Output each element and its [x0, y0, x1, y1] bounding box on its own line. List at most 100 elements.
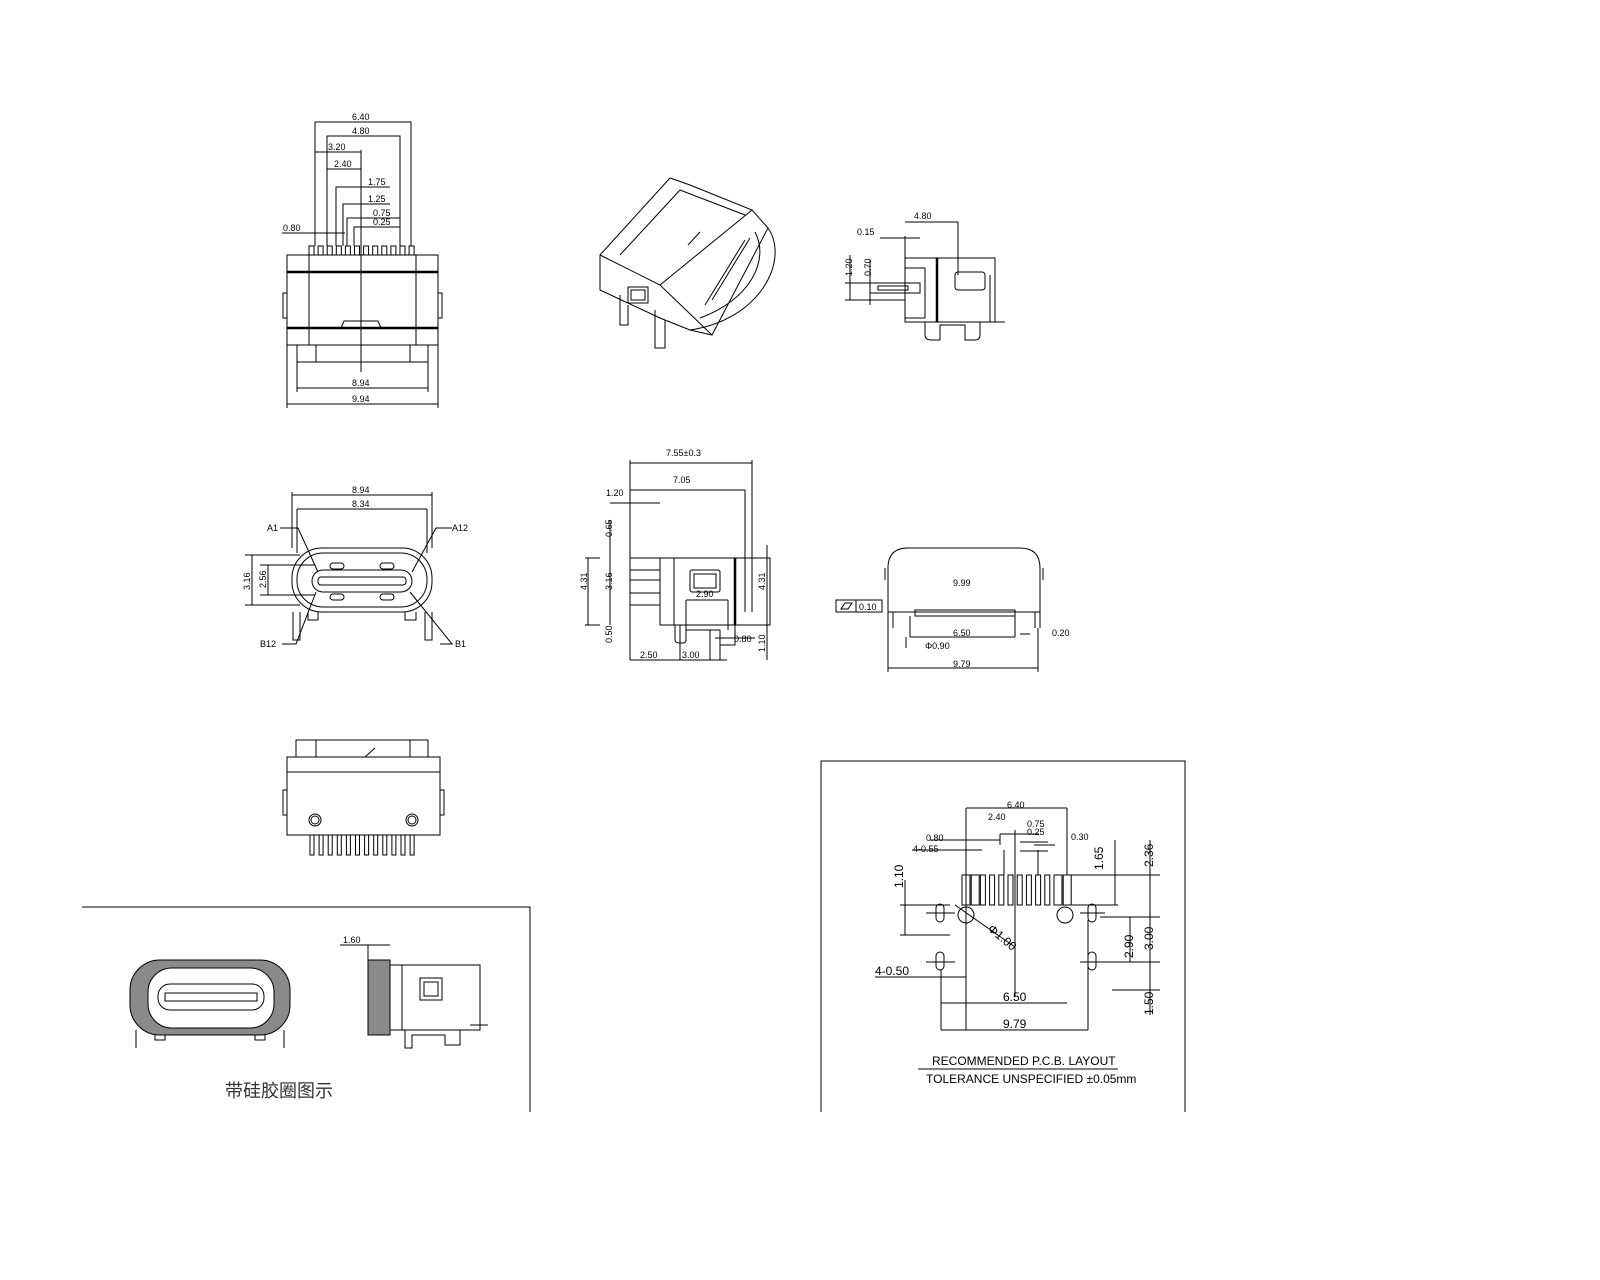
dim-label: 1.20 — [606, 488, 624, 498]
dim-label: 1.50 — [1142, 991, 1156, 1015]
pin — [327, 834, 333, 856]
dim-label: 0.75 — [1027, 819, 1045, 829]
pin — [335, 245, 342, 256]
pin — [381, 245, 388, 256]
dim-label: 0.25 — [373, 217, 391, 227]
dim-label: 1.10 — [757, 634, 767, 652]
seal-section: 1.60 带硅胶圈图示 — [82, 906, 531, 1112]
dim-label: 2.90 — [1122, 934, 1136, 958]
pin — [345, 834, 351, 856]
dim-label: 6.50 — [1003, 990, 1027, 1004]
dim-label: 2.36 — [1142, 843, 1156, 867]
bottom-view — [282, 739, 445, 856]
pin-label-b1: B1 — [455, 639, 466, 649]
side-top-view: 4.80 0.15 1.20 0.70 — [844, 211, 1005, 341]
pcb-pad — [1062, 874, 1072, 906]
dim-label: 6.40 — [1007, 800, 1025, 810]
pin — [336, 834, 342, 856]
pin — [309, 834, 315, 856]
dim-label: 0.75 — [373, 208, 391, 218]
dim-label: 1.25 — [368, 194, 386, 204]
pcb-pad — [979, 874, 986, 906]
pin — [372, 245, 379, 256]
end-view: 8.94 8.34 3.16 2.56 A1 A12 B12 B1 — [242, 485, 468, 649]
pcb-layout: 6.40 2.40 0.75 0.25 0.80 4-0.55 0.30 1.1… — [820, 760, 1186, 1112]
dim-label: 2.40 — [988, 812, 1006, 822]
pin — [308, 245, 315, 256]
pcb-pad — [1025, 874, 1032, 906]
dim-label: 8.94 — [352, 378, 370, 388]
dim-label: 8.34 — [352, 499, 370, 509]
dim-label: 6.40 — [352, 112, 370, 122]
pin — [373, 834, 379, 856]
dim-label: 7.55±0.3 — [666, 448, 701, 458]
side-view: 7.55±0.3 7.05 1.20 0.65 4.31 3.16 0.50 2… — [579, 448, 771, 661]
pin — [391, 834, 397, 856]
dim-label: 4-0.50 — [875, 964, 909, 978]
pin — [363, 245, 370, 256]
pin — [409, 834, 415, 856]
dim-label: 2.90 — [696, 589, 714, 599]
pcb-pad — [989, 874, 996, 906]
dim-label: 0.20 — [1052, 628, 1070, 638]
dim-label: 0.80 — [734, 634, 752, 644]
dim-label: 9.79 — [953, 659, 971, 669]
dim-label: 0.70 — [863, 258, 873, 276]
pin — [355, 834, 360, 856]
pin — [382, 834, 388, 856]
pcb-pad — [1035, 874, 1042, 906]
dim-label: 1.20 — [844, 258, 854, 276]
dim-label: 3.16 — [604, 572, 614, 590]
dim-label: 0.80 — [283, 223, 301, 233]
pin — [400, 834, 406, 856]
tolerance-note: TOLERANCE UNSPECIFIED ±0.05mm — [926, 1072, 1136, 1086]
dim-label: 0.80 — [926, 833, 944, 843]
dim-label: 2.40 — [334, 159, 352, 169]
pcb-layout-title: RECOMMENDED P.C.B. LAYOUT — [932, 1054, 1116, 1068]
isometric-view — [599, 177, 776, 349]
dim-label: 3.00 — [1142, 926, 1156, 950]
dim-label: Φ0.90 — [925, 641, 950, 651]
dim-label: 9.99 — [953, 578, 971, 588]
dim-label: 0.25 — [1027, 827, 1045, 837]
dim-label: 1.75 — [368, 177, 386, 187]
pcb-pad — [1016, 874, 1023, 906]
dim-label: 3.16 — [242, 572, 252, 590]
pin-label-a1: A1 — [267, 523, 278, 533]
dim-label: 3.00 — [682, 650, 700, 660]
dim-label: 4.31 — [757, 572, 767, 590]
pcb-pad — [1044, 874, 1051, 906]
pcb-pad — [1053, 874, 1063, 906]
dim-label: 0.50 — [604, 625, 614, 643]
dim-label: 9.79 — [1003, 1017, 1027, 1031]
pin — [408, 245, 415, 256]
pin-label-b12: B12 — [260, 639, 276, 649]
dim-label: 1.60 — [343, 935, 361, 945]
pcb-pad — [998, 874, 1005, 906]
pin — [364, 834, 370, 856]
pin — [399, 245, 406, 256]
dim-label: 2.50 — [640, 650, 658, 660]
dim-label: 7.05 — [673, 475, 691, 485]
front-view: 6.40 4.80 3.20 2.40 1.75 1.25 0.75 0.25 … — [282, 112, 443, 408]
pin — [390, 245, 397, 256]
dim-label: 0.30 — [1071, 832, 1089, 842]
pcb-pad — [1007, 874, 1014, 906]
pcb-pad — [970, 874, 980, 906]
dim-label: 6.50 — [953, 628, 971, 638]
dim-label: 1.65 — [1092, 846, 1106, 870]
dim-label: 4-0.55 — [913, 844, 939, 854]
seal-caption: 带硅胶圈图示 — [225, 1081, 333, 1102]
dim-label: 0.65 — [604, 519, 614, 537]
rear-view: 9.99 0.10 6.50 Φ0.90 0.20 9.79 — [835, 547, 1070, 672]
dim-label: 4.80 — [352, 126, 370, 136]
dim-label: 9.94 — [352, 394, 370, 404]
dim-label: 0.15 — [857, 227, 875, 237]
pin — [318, 834, 324, 856]
dim-label: 8.94 — [352, 485, 370, 495]
flatness-tolerance: 0.10 — [859, 602, 877, 612]
pin — [326, 245, 333, 256]
dim-label: 1.10 — [892, 864, 906, 888]
